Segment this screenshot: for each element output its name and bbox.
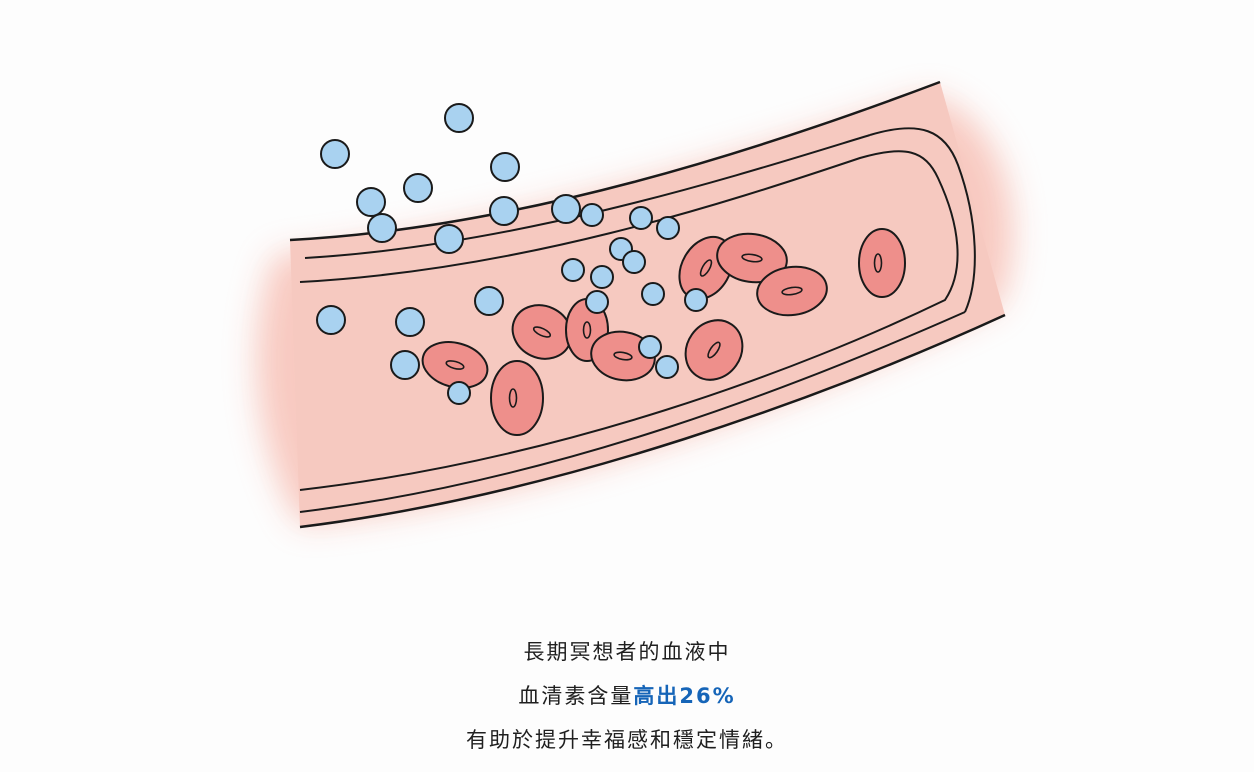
vessel-lumen-wall — [299, 150, 959, 491]
caption-line-3: 有助於提升幸福感和穩定情緒。 — [466, 728, 788, 752]
serotonin-particle — [390, 350, 420, 380]
caption-line-2: 血清素含量高出26% — [0, 674, 1254, 718]
serotonin-particle — [629, 206, 653, 230]
vessel-lower-inner-wall — [299, 311, 966, 513]
serotonin-particle — [585, 290, 609, 314]
serotonin-particle — [561, 258, 585, 282]
vessel-lower-wall — [299, 313, 1006, 529]
red-blood-cell — [756, 265, 828, 317]
serotonin-particle — [622, 250, 646, 274]
blood-vessel-illustration — [256, 80, 1014, 529]
serotonin-particle — [395, 307, 425, 337]
serotonin-particle — [641, 282, 665, 306]
serotonin-particle — [489, 196, 519, 226]
serotonin-particle — [638, 335, 662, 359]
serotonin-particle — [580, 203, 604, 227]
red-blood-cell — [684, 319, 744, 381]
serotonin-particle — [403, 173, 433, 203]
serotonin-particle — [490, 152, 520, 182]
serotonin-particle — [434, 224, 464, 254]
serotonin-particle — [356, 187, 386, 217]
red-blood-cell — [716, 232, 788, 284]
serotonin-particle — [320, 139, 350, 169]
serotonin-particle — [367, 213, 397, 243]
red-blood-cell — [490, 360, 544, 436]
vessel-cut-end — [869, 127, 976, 313]
serotonin-particle — [684, 288, 708, 312]
serotonin-particle — [444, 103, 474, 133]
caption: 長期冥想者的血液中 血清素含量高出26% 有助於提升幸福感和穩定情緒。 — [0, 630, 1254, 762]
red-blood-cells — [421, 228, 906, 436]
serotonin-particle — [655, 355, 679, 379]
serotonin-particle — [316, 305, 346, 335]
serotonin-particle — [447, 381, 471, 405]
serotonin-particle — [551, 194, 581, 224]
caption-line-2-prefix: 血清素含量 — [518, 684, 634, 708]
serotonin-particle — [656, 216, 680, 240]
serotonin-particles — [316, 103, 708, 405]
serotonin-particle — [474, 286, 504, 316]
serotonin-increase-highlight: 高出26% — [633, 684, 736, 708]
caption-line-1: 長期冥想者的血液中 — [523, 640, 731, 664]
red-blood-cell — [858, 228, 906, 298]
vessel-upper-inner-wall — [304, 134, 871, 259]
serotonin-particle — [590, 265, 614, 289]
